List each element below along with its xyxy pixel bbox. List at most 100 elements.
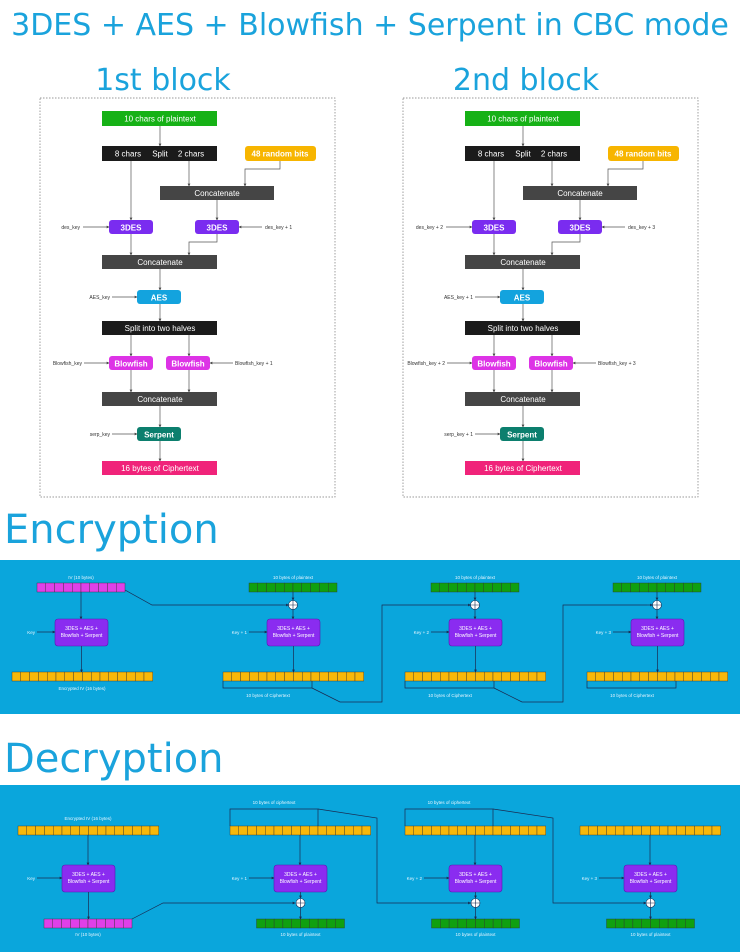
ciphertext-bracket [222,681,313,689]
byte-cell [71,582,82,593]
chain-line [317,808,466,904]
byte-cell [282,918,292,929]
split-left-label: 8 chars [115,150,141,159]
cipher-box-line1: 3DES + AES + [72,872,105,878]
xor-icon [470,898,481,908]
des-key-right-label: des_key + 1 [265,225,292,231]
des-key-left-label: des_key + 2 [416,225,443,231]
aes-label: AES [514,294,531,303]
ciphertext-bytes [579,825,722,836]
key-label: Key [27,876,36,881]
byte-cell [319,582,329,593]
block-frame [39,97,336,498]
byte-cell [422,825,432,836]
ciphertext-bracket [586,681,677,689]
byte-cell [275,671,285,682]
byte-cell [483,582,493,593]
byte-cell [47,671,57,682]
byte-cell [656,582,667,593]
cipher-box-line1: 3DES + AES + [641,626,674,632]
concatenate-box-1 [160,186,274,200]
byte-cell [692,582,702,593]
random-bits-box [608,146,679,161]
encrypted-iv-label: Encrypted IV (16 bytes) [64,816,112,821]
split-halves-label: Split into two halves [125,324,196,333]
byte-cell [630,582,640,593]
byte-cell [326,825,336,836]
byte-cell [650,825,660,836]
byte-cell [440,671,450,682]
byte-cell [685,918,695,929]
byte-cell [501,582,511,593]
byte-cell [475,918,485,929]
byte-cell [510,825,520,836]
concatenate-box-2 [102,255,217,269]
byte-cell [615,825,625,836]
byte-cell [448,825,459,836]
byte-cell [44,825,54,836]
byte-cell [623,918,634,929]
byte-cell [718,671,729,682]
plaintext-bytes [606,918,695,929]
cipher-box-line1: 3DES + AES + [459,626,492,632]
byte-cell [265,825,275,836]
iv-label: IV (10 bytes) [68,575,94,580]
blowfish-right-label: Blowfish [534,360,567,369]
chain-line [311,604,465,703]
byte-cell [510,918,520,929]
blowfish-left-box [472,356,516,370]
random-bits-box [245,146,316,161]
byte-cell [326,918,336,929]
byte-cell [492,671,503,682]
ciphertext-label: 10 bytes of ciphertext [253,800,297,805]
concatenate-box-1 [523,186,637,200]
3des-right-box [558,220,602,234]
split-halves-box [465,321,580,335]
split-halves-label: Split into two halves [488,324,559,333]
byte-cell [448,582,458,593]
byte-cell [45,582,55,593]
concatenate-label-3: Concatenate [137,395,183,404]
byte-cell [676,918,686,929]
byte-cell [344,825,354,836]
byte-cell [703,825,713,836]
byte-cell [273,825,284,836]
byte-cell [648,582,658,593]
byte-cell [293,671,303,682]
byte-cell [317,918,328,929]
plaintext-label: 10 chars of plaintext [487,115,559,124]
byte-cell [430,582,441,593]
byte-cell [623,825,634,836]
split-left-label: 8 chars [478,150,504,159]
random-bits-label: 48 random bits [615,150,672,159]
3des-left-box [472,220,516,234]
byte-cell [134,671,145,682]
xor-cross [470,600,480,610]
byte-cell [666,671,676,682]
ciphertext-bytes [17,825,160,836]
byte-cell [105,918,115,929]
cipher-box-line1: 3DES + AES + [459,872,492,878]
byte-cell [335,825,345,836]
ciphertext-bytes [11,671,154,682]
byte-cell [300,918,310,929]
serpent-box [137,427,181,441]
byte-cell [256,918,266,929]
byte-cell [79,825,89,836]
split-box [465,146,580,161]
byte-cell [448,671,459,682]
byte-cell [89,582,99,593]
blowfish-right-box [529,356,573,370]
byte-cell [667,918,678,929]
ciphertext-label: 10 bytes of Ciphertext [428,693,473,698]
byte-cell [302,671,312,682]
byte-cell [80,582,91,593]
byte-cell [122,918,133,929]
ciphertext-bytes [404,671,547,682]
byte-cell [284,582,294,593]
byte-cell [457,825,467,836]
byte-cell [632,918,642,929]
